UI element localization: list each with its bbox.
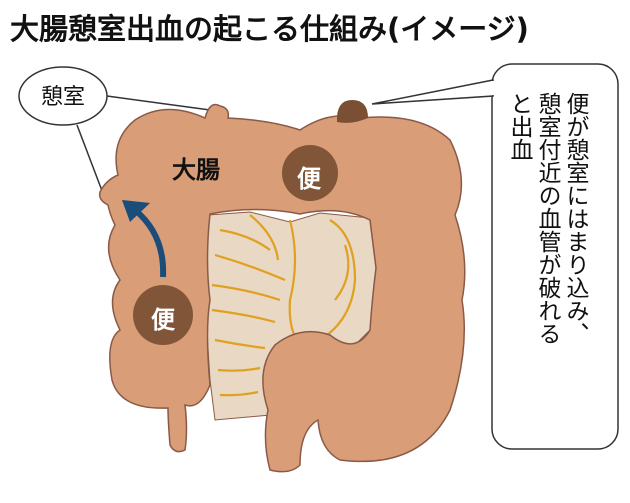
- colon-shape: [98, 103, 466, 473]
- colon-label: 大腸: [172, 156, 220, 184]
- diagram-title: 大腸憩室出血の起こる仕組み(イメージ): [10, 12, 529, 46]
- flow-arrow: [133, 207, 167, 278]
- leader-line-top: [106, 95, 211, 111]
- intestine-vessels-icon: [211, 214, 357, 397]
- callout-text: 便が憩室にはまり込み、 憩室付近の血管が破れる と出血: [505, 92, 589, 462]
- callout-box: [491, 63, 619, 450]
- callout-pointer: [371, 79, 494, 105]
- stool-label-upper: 便: [297, 165, 321, 193]
- callout-line-3: と出血: [506, 92, 532, 161]
- leader-line-side: [76, 124, 105, 197]
- stool-in-diverticulum: [336, 100, 368, 123]
- diverticulum-label: 憩室: [40, 85, 85, 110]
- stool-blob-lower: [133, 285, 193, 345]
- callout-line-2: 憩室付近の血管が破れる: [534, 92, 560, 345]
- callout-line-1: 便が憩室にはまり込み、: [562, 92, 588, 345]
- stool-label-lower: 便: [151, 306, 175, 334]
- arrow-head-icon: [122, 200, 150, 222]
- stool-blob-upper: [282, 145, 338, 201]
